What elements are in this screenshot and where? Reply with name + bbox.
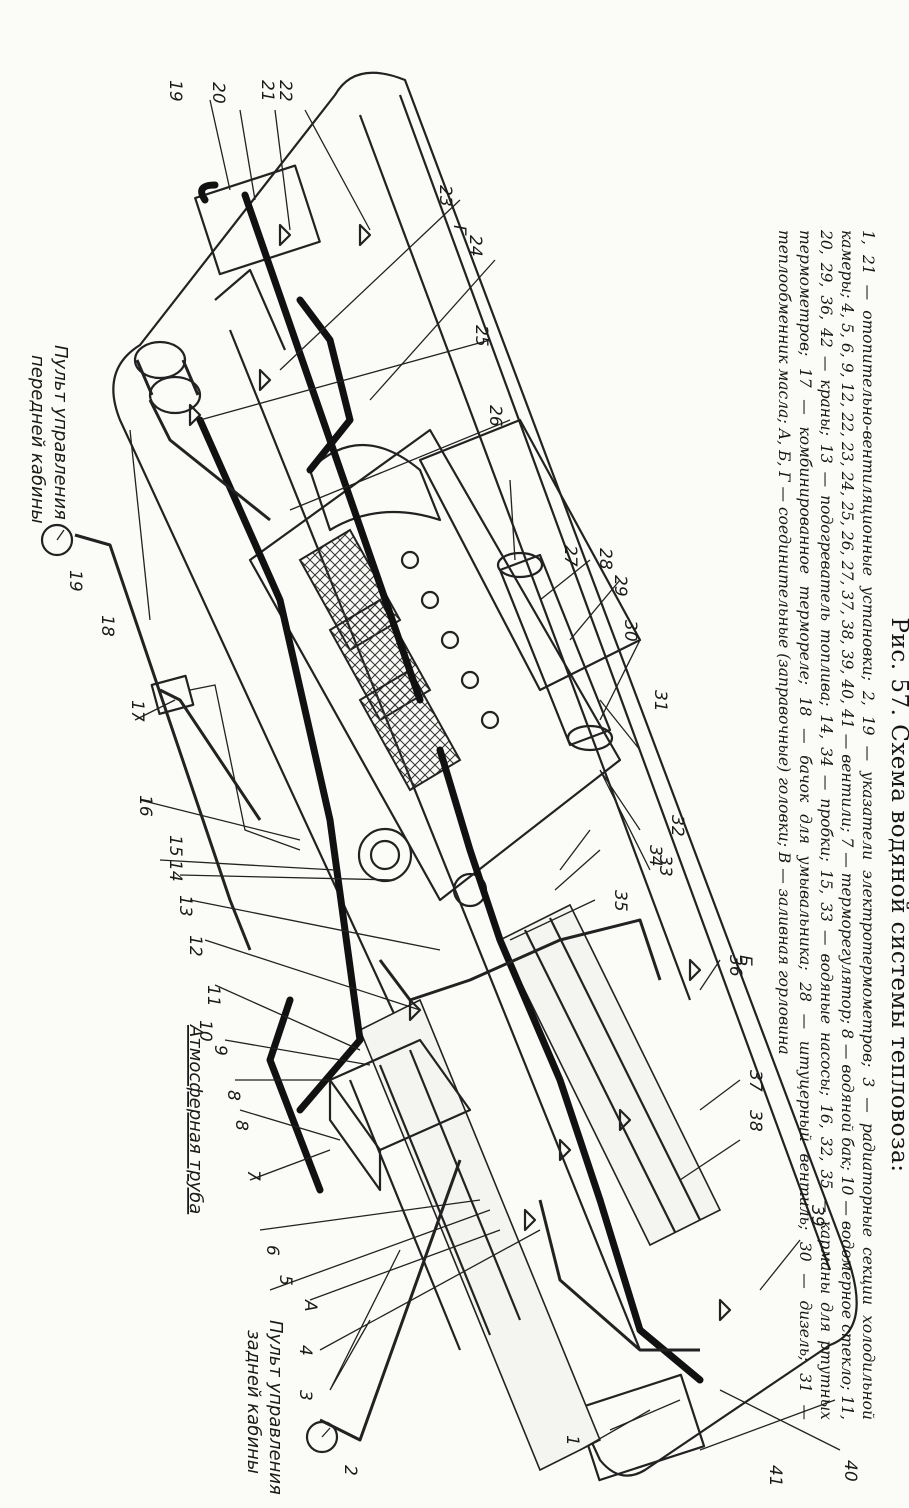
caption-block: Рис. 57. Схема водяной системы тепловоза… [773, 230, 909, 1420]
water-pipes [74, 191, 704, 1442]
label-26: 25 [471, 325, 491, 347]
thermo-relay-17 [150, 674, 301, 851]
label-25: 24 [465, 235, 485, 257]
label-13: 13 [175, 895, 195, 917]
label-10: 10 [195, 1020, 215, 1042]
label-2: 2 [340, 1465, 360, 1476]
atmospheric-pipe-label: Атмосферная труба [185, 1024, 206, 1214]
label-30: 29 [610, 575, 630, 597]
radiator-sections-left [348, 998, 602, 1472]
rear-cab-label-line1: Пульт управления [265, 1320, 286, 1495]
label-39: 38 [745, 1110, 765, 1132]
label-37: 36 [725, 955, 745, 977]
label-G: Г [449, 225, 469, 236]
label-A: А [300, 1299, 320, 1312]
valves [188, 223, 732, 1322]
label-15: 15 [165, 835, 185, 857]
label-B: Б [735, 955, 755, 967]
label-20: 19 [165, 80, 185, 102]
leader-lines [129, 99, 841, 1451]
label-5: 5 [275, 1275, 295, 1286]
label-9: 9 [210, 1045, 230, 1056]
label-21: 20 [208, 82, 228, 104]
label-32: 31 [650, 690, 670, 712]
label-23: 22 [275, 80, 295, 102]
text-labels: Пульт управления передней кабины Пульт у… [27, 345, 286, 1495]
label-3: 3 [295, 1390, 315, 1401]
label-35: 34 [645, 845, 665, 867]
radiator-sections-right [498, 903, 722, 1247]
label-19: 19 [65, 570, 85, 592]
thermometer-gauge-19 [40, 523, 74, 557]
label-34: 33 [655, 855, 675, 877]
wash-tank-18 [133, 340, 202, 415]
front-heating-unit-21 [194, 164, 321, 276]
label-8b: 8 [223, 1090, 243, 1101]
label-27: 26 [485, 405, 505, 427]
label-29: 28 [595, 548, 615, 570]
label-7: 7 [243, 1170, 263, 1181]
front-cab-label-line2: передней кабины [27, 355, 48, 524]
label-8a: 8 [231, 1120, 251, 1131]
front-cab-label-line1: Пульт управления [50, 345, 71, 520]
label-17: 17 [127, 700, 147, 722]
label-36: 35 [610, 890, 630, 912]
rear-cab-label-line2: задней кабины [243, 1330, 264, 1474]
caption-title: Рис. 57. Схема водяной системы тепловоза… [886, 617, 909, 1173]
label-4: 4 [295, 1345, 315, 1356]
label-18: 18 [97, 615, 117, 637]
label-1: 1 [562, 1435, 582, 1446]
label-40: 39 [807, 1205, 827, 1227]
label-12: 12 [185, 935, 205, 957]
label-31: 30 [620, 620, 640, 642]
label-33: 32 [667, 815, 687, 837]
label-42: 41 [765, 1465, 785, 1487]
callout-numbers: 19 20 21 22 23 Г 24 25 26 27 28 29 30 31… [65, 80, 860, 1487]
frame-outline [112, 71, 858, 1477]
label-24: 23 [435, 185, 455, 207]
label-6: 6 [262, 1245, 282, 1256]
label-14: 14 [165, 860, 185, 882]
label-38: 37 [745, 1070, 765, 1092]
oil-heat-exchanger-31 [496, 551, 614, 752]
label-11: 11 [203, 985, 223, 1007]
water-tank-8 [328, 1038, 472, 1192]
thermometer-gauge-2 [305, 1420, 339, 1454]
label-22: 21 [257, 80, 277, 102]
caption-text: 1, 21 — отопительно-вентиляционные устан… [775, 230, 877, 1420]
label-28: 27 [560, 545, 580, 567]
diesel-engine-30 [248, 418, 642, 908]
label-41: 40 [840, 1460, 860, 1482]
label-16: 16 [135, 795, 155, 817]
